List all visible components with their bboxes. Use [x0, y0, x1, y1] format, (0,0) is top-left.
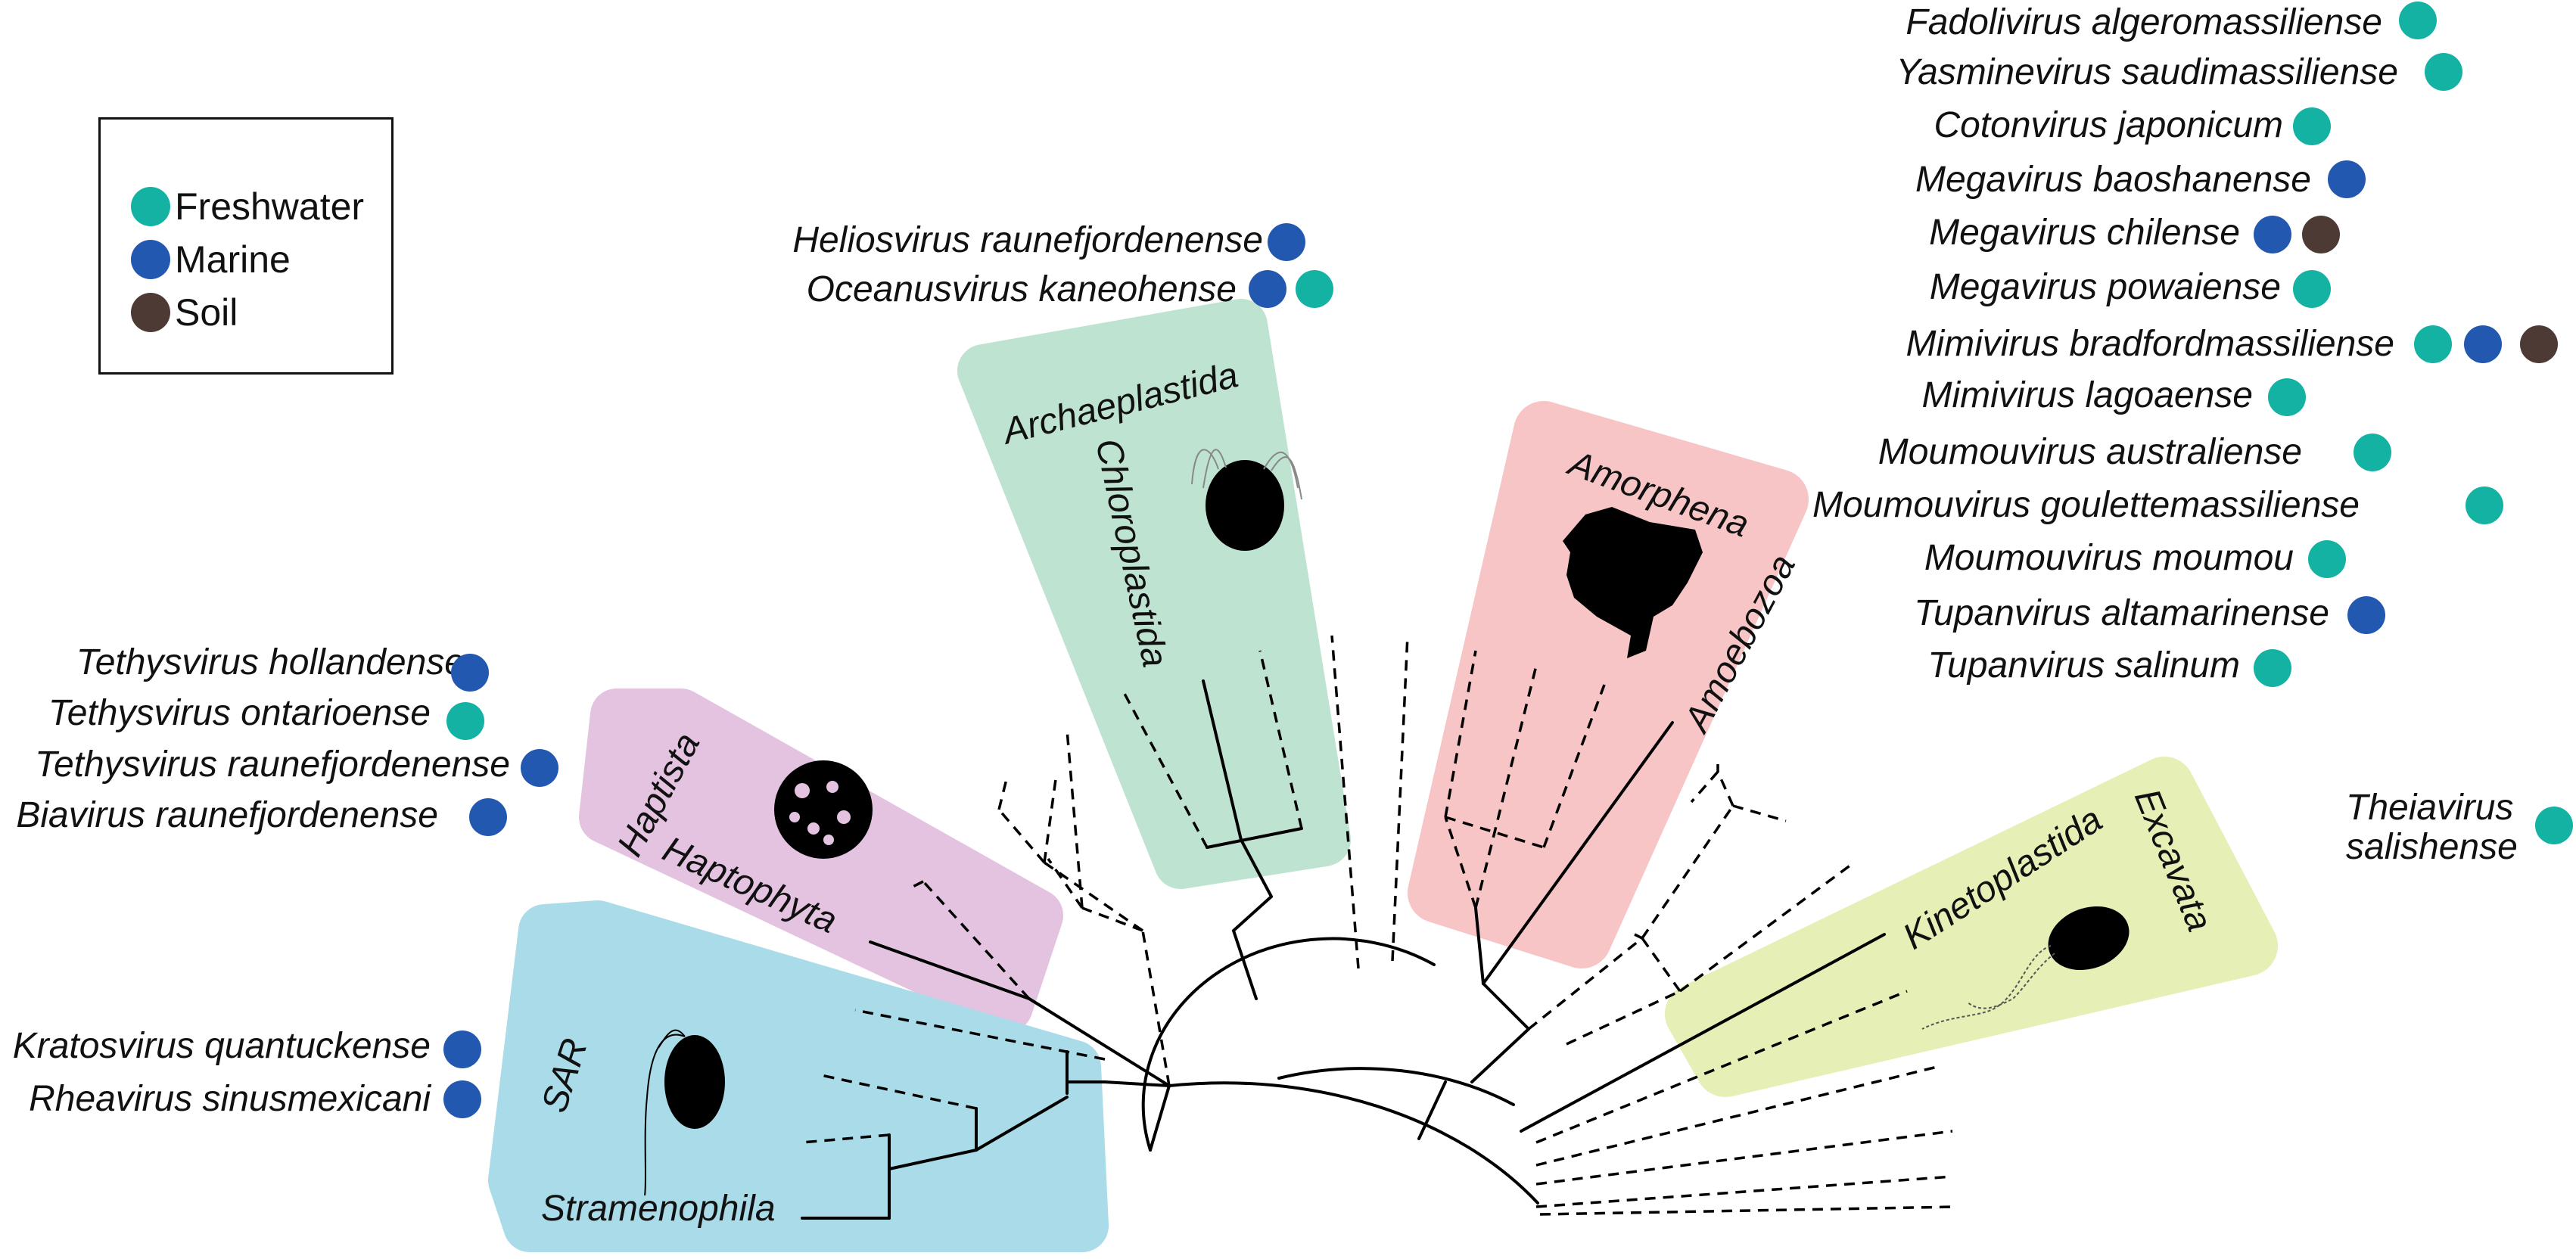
clade-box-sar: [488, 900, 1109, 1252]
excavata-box: [1665, 757, 2278, 1097]
freshwater-dot-icon: [1296, 270, 1333, 308]
marine-dot-icon: [469, 798, 507, 836]
marine-dot-icon: [451, 654, 489, 692]
branch-sar-stem: [1103, 1080, 1171, 1087]
virus-label: Megavirus baoshanense: [1915, 160, 2311, 200]
legend-item-freshwater: Freshwater: [131, 184, 364, 229]
clade-label-stramenophila: Stramenophila: [541, 1189, 776, 1229]
sar-box: [488, 900, 1109, 1252]
root-stem: [1417, 1080, 1447, 1140]
archaeplastida-box: [957, 299, 1351, 889]
freshwater-dot-icon: [2466, 487, 2503, 524]
marine-dot-icon: [1268, 223, 1305, 261]
virus-label: Tethysvirus raunefjordenense: [35, 745, 510, 785]
amorph-b: [1474, 906, 1485, 985]
legend: Freshwater Marine Soil: [98, 117, 394, 375]
virus-label: Tethysvirus ontarioense: [48, 693, 431, 733]
freshwater-dot-icon: [2535, 807, 2573, 844]
legend-label-freshwater: Freshwater: [175, 185, 365, 228]
freshwater-dot-icon: [2293, 107, 2331, 145]
tree-branches: [801, 679, 1886, 1220]
virus-label: Fadolivirus algeromassiliense: [1906, 2, 2382, 42]
freshwater-dot-icon: [131, 187, 170, 226]
virus-label: Theiavirus: [2346, 788, 2514, 828]
clade-box-excavata: [1665, 757, 2278, 1097]
amorph-amoebozoa: [1482, 721, 1674, 985]
stramenophila-silhouette: [644, 1029, 725, 1196]
marine-dot-icon: [443, 1031, 481, 1068]
tree-branches-dashed: [801, 635, 1957, 1216]
marine-dot-icon: [2254, 216, 2291, 253]
freshwater-dot-icon: [446, 702, 484, 740]
branch-to-saar-haptista: [1028, 997, 1171, 1087]
soil-dot-icon: [2302, 216, 2340, 253]
soil-dot-icon: [131, 293, 170, 332]
amorph-a: [1482, 982, 1530, 1031]
freshwater-dot-icon: [2425, 53, 2462, 91]
chloroplastida-silhouette: [1191, 449, 1302, 551]
virus-label: Mimivirus bradfordmassiliense: [1906, 324, 2394, 364]
amorph-stem: [1470, 1027, 1530, 1083]
archae-c: [1206, 827, 1303, 849]
sar-b: [975, 1096, 1069, 1152]
virus-label: Megavirus chilense: [1929, 213, 2240, 253]
legend-item-soil: Soil: [131, 290, 238, 335]
virus-label: Moumouvirus moumou: [1924, 538, 2294, 578]
clade-box-archaeplastida: [957, 299, 1351, 889]
virus-label: Yasminevirus saudimassiliense: [1896, 52, 2398, 92]
archae-b: [1240, 838, 1273, 898]
virus-label: Rheavirus sinusmexicani: [29, 1079, 431, 1119]
virus-label: salishense: [2346, 827, 2518, 867]
marine-dot-icon: [521, 749, 558, 787]
virus-label: Moumouvirus goulettemassiliense: [1812, 485, 2360, 525]
freshwater-dot-icon: [2254, 649, 2291, 687]
virus-label: Kratosvirus quantuckense: [12, 1026, 431, 1066]
marine-dot-icon: [1249, 270, 1286, 308]
freshwater-dot-icon: [2354, 434, 2391, 471]
freshwater-dot-icon: [2399, 2, 2437, 39]
archae-stem: [1232, 929, 1258, 1000]
branch-a: [1149, 1084, 1171, 1152]
virus-label: Megavirus powaiense: [1929, 267, 2281, 307]
legend-label-soil: Soil: [175, 291, 238, 334]
marine-dot-icon: [131, 240, 170, 279]
root-arc-inner: [1277, 1067, 1515, 1106]
soil-dot-icon: [2520, 325, 2558, 363]
marine-dot-icon: [2464, 325, 2502, 363]
marine-dot-icon: [2328, 160, 2366, 198]
root-arc-outer: [1168, 1081, 1539, 1205]
legend-item-marine: Marine: [131, 237, 291, 282]
archae-a: [1232, 895, 1273, 932]
virus-label: Oceanusvirus kaneohense: [806, 269, 1237, 309]
virus-label: Biavirus raunefjordenense: [16, 795, 438, 835]
marine-dot-icon: [2347, 596, 2385, 634]
virus-label: Tethysvirus hollandense: [76, 642, 465, 682]
branch-haptophyta-stem: [869, 940, 1031, 1000]
freshwater-dot-icon: [2414, 325, 2452, 363]
freshwater-dot-icon: [2293, 270, 2331, 308]
sar-c: [888, 1149, 978, 1170]
arc-left: [1141, 937, 1436, 1152]
marine-dot-icon: [443, 1080, 481, 1118]
archae-chloro: [1202, 679, 1243, 841]
virus-label: Tupanvirus altamarinense: [1914, 593, 2329, 633]
freshwater-dot-icon: [2308, 540, 2346, 578]
legend-label-marine: Marine: [175, 238, 291, 281]
virus-label: Moumouvirus australiense: [1878, 432, 2302, 472]
freshwater-dot-icon: [2268, 378, 2306, 416]
kinetoplastida-silhouette: [1921, 906, 2130, 1030]
virus-label: Mimivirus lagoaense: [1921, 375, 2253, 415]
haptophyta-silhouette: [774, 760, 873, 859]
amoebozoa-silhouette: [1563, 507, 1703, 658]
exc-kinetoplastida: [1520, 933, 1886, 1133]
virus-label: Tupanvirus salinum: [1927, 645, 2240, 685]
clade-box-haptista: [579, 689, 1063, 1033]
virus-label: Cotonvirus japonicum: [1934, 105, 2283, 145]
virus-label: Heliosvirus raunefjordenense: [792, 220, 1263, 260]
haptista-box: [579, 689, 1063, 1033]
